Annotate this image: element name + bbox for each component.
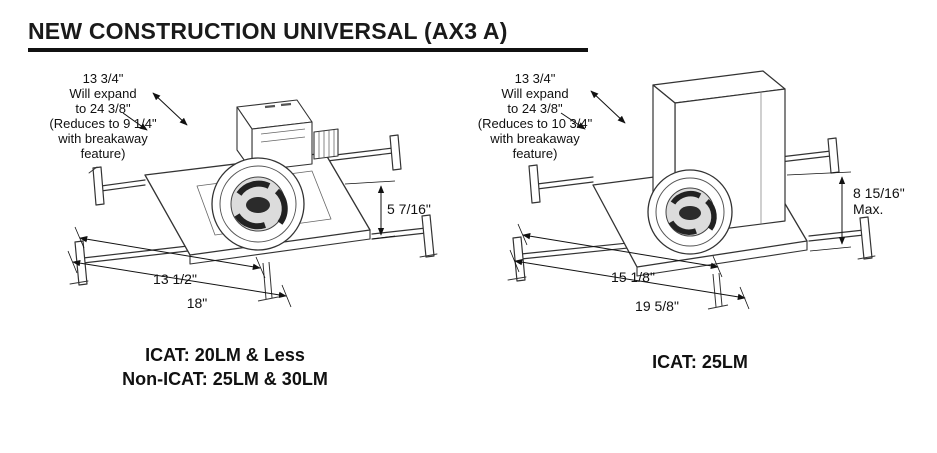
note-line: 13 3/4" [82, 71, 124, 86]
note-line: feature) [512, 146, 558, 161]
page-title: NEW CONSTRUCTION UNIVERSAL (AX3 A) [28, 18, 508, 44]
reflector-opening [211, 157, 305, 251]
note-line: to 24 3/8" [75, 101, 131, 116]
height-suffix: Max. [853, 201, 884, 217]
expansion-note-right: 13 3/4" Will expand to 24 3/8" (Reduces … [465, 71, 605, 161]
outer-width-dimension-right: 19 5/8" [635, 298, 679, 314]
note-line: feature) [80, 146, 126, 161]
housing-drawing-left [67, 92, 438, 308]
height-dimension-left: 5 7/16" [387, 201, 431, 217]
title-underline [28, 48, 588, 52]
note-line: Will expand [69, 86, 137, 101]
height-dimension-right: 8 15/16" Max. [853, 185, 905, 217]
height-value: 8 15/16" [853, 185, 905, 201]
outer-width-dimension-left: 18" [186, 295, 208, 311]
caption-line: ICAT: 25LM [652, 352, 748, 372]
note-line: with breakaway [490, 131, 580, 146]
expansion-note-left: 13 3/4" Will expand to 24 3/8" (Reduces … [33, 71, 173, 161]
figure-caption-left: ICAT: 20LM & Less Non-ICAT: 25LM & 30LM [25, 343, 425, 391]
note-line: 13 3/4" [514, 71, 556, 86]
note-line: Will expand [501, 86, 569, 101]
note-line: (Reduces to 10 3/4" [477, 116, 593, 131]
inner-width-dimension-right: 15 1/8" [611, 269, 655, 285]
figure-right: 13 3/4" Will expand to 24 3/8" (Reduces … [465, 55, 935, 425]
caption-line: ICAT: 20LM & Less [145, 345, 305, 365]
caption-line: Non-ICAT: 25LM & 30LM [122, 369, 328, 389]
figure-left: 13 3/4" Will expand to 24 3/8" (Reduces … [25, 55, 465, 425]
note-line: with breakaway [58, 131, 148, 146]
note-line: (Reduces to 9 1/4" [49, 116, 157, 131]
note-line: to 24 3/8" [507, 101, 563, 116]
housing-drawing-right [507, 70, 876, 310]
dimension-lines [509, 90, 852, 310]
inner-width-dimension-left: 13 1/2" [153, 271, 197, 287]
figure-caption-right: ICAT: 25LM [500, 350, 900, 374]
reflector-opening [647, 169, 733, 255]
dimension-lines [67, 92, 396, 308]
